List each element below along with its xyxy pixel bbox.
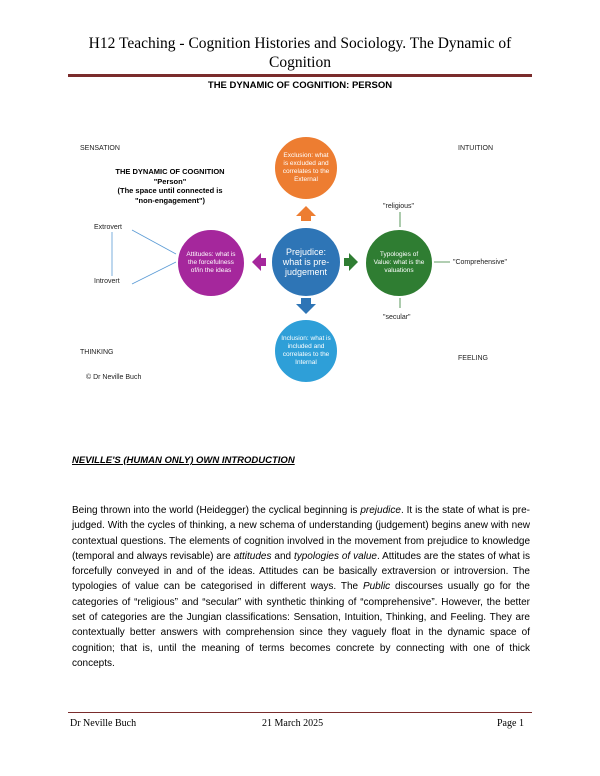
footer-date: 21 March 2025 <box>262 718 324 729</box>
prejudice-circle: Prejudice: what is pre-judgement <box>270 226 342 298</box>
religious-label: "religious" <box>383 203 415 210</box>
body-emphasis-public: Public <box>362 581 391 593</box>
arrow-down <box>296 298 316 314</box>
diagram-title-line4: "non-engagement") <box>134 195 206 205</box>
introvert-label: Introvert <box>94 278 120 285</box>
body-text-2: . It is the state of what is pre-judged.… <box>72 505 530 562</box>
body-text-3: and <box>271 550 294 562</box>
arrow-left <box>252 253 266 271</box>
corner-label-feeling: FEELING <box>458 355 488 362</box>
section-heading: NEVILLE'S (HUMAN ONLY) OWN INTRODUCTION <box>72 455 295 466</box>
arrow-up <box>296 206 316 221</box>
credit-label: © Dr Neville Buch <box>86 374 142 381</box>
page-header-title: H12 Teaching - Cognition Histories and S… <box>88 35 512 71</box>
attitudes-circle: Attitudes: what is the forcefulness of/i… <box>176 228 246 298</box>
diagram-title-line3: (The space until connected is <box>117 186 223 195</box>
body-emphasis-typologies: typologies of value <box>293 550 377 562</box>
diagram-title-line1: THE DYNAMIC OF COGNITION <box>115 167 225 176</box>
header-rule <box>68 74 532 77</box>
diagram-title-line2: "Person" <box>153 176 187 186</box>
footer-author: Dr Neville Buch <box>70 718 137 729</box>
body-text-5: discourses usually go for the categories… <box>72 581 530 669</box>
extrovert-line <box>131 229 177 255</box>
corner-label-sensation: SENSATION <box>80 145 120 152</box>
corner-label-intuition: INTUITION <box>458 145 493 152</box>
body-paragraph: Being thrown into the world (Heidegger) … <box>72 503 530 671</box>
exclusion-circle: Exclusion: what is excluded and correlat… <box>273 135 339 201</box>
secular-label: "secular" <box>383 314 411 321</box>
introvert-line <box>131 261 177 285</box>
diagram-title: THE DYNAMIC OF COGNITION "Person" (The s… <box>100 167 240 205</box>
document-subtitle: THE DYNAMIC OF COGNITION: PERSON <box>207 80 393 91</box>
body-emphasis-attitudes: attitudes <box>233 550 272 562</box>
body-emphasis-prejudice: prejudice <box>360 505 401 516</box>
body-text-4: . Attitudes are the states of what is fo… <box>72 550 530 593</box>
extrovert-label: Extrovert <box>94 224 123 231</box>
corner-label-thinking: THINKING <box>80 349 114 356</box>
body-text-1: Being thrown into the world (Heidegger) … <box>72 505 361 516</box>
comprehensive-label: "Comprehensive" <box>453 259 507 266</box>
footer-rule <box>68 712 532 713</box>
typologies-circle: Typologies of Value: what is the valuati… <box>364 228 434 298</box>
arrow-right <box>344 253 358 271</box>
inclusion-circle: Inclusion: what is included and correlat… <box>273 318 339 384</box>
footer-page-number: Page 1 <box>497 718 524 729</box>
